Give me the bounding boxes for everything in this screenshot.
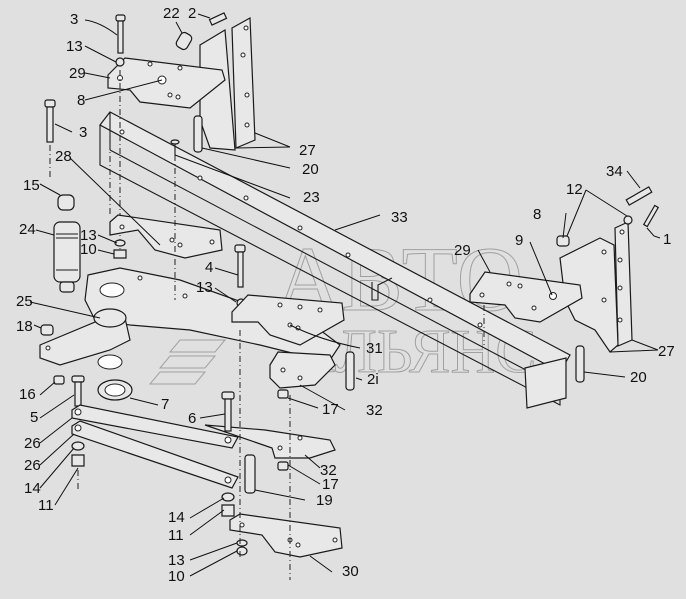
callout-2: 2 bbox=[188, 5, 196, 22]
part-11-nut-a bbox=[71, 454, 85, 467]
callout-26: 26 bbox=[24, 457, 41, 474]
callout-12: 12 bbox=[566, 181, 583, 198]
part-3-bolt-left bbox=[44, 99, 56, 180]
callout-19: 19 bbox=[316, 492, 333, 509]
part-34-bolt bbox=[625, 186, 653, 206]
callout-13: 13 bbox=[66, 38, 83, 55]
part-15-cap bbox=[57, 194, 75, 211]
part-2-bolt bbox=[208, 12, 228, 26]
callout-14: 14 bbox=[168, 509, 185, 526]
callout-28: 28 bbox=[55, 148, 72, 165]
callout-3: 3 bbox=[79, 124, 87, 141]
callout-13: 13 bbox=[196, 279, 213, 296]
part-32-bracket-lower bbox=[204, 424, 336, 459]
part-32-bracket-upper bbox=[269, 351, 336, 389]
callout-18: 18 bbox=[16, 318, 33, 335]
part-28-bracket bbox=[109, 214, 223, 259]
part-21-spacer bbox=[345, 351, 355, 391]
part-29-upper-bracket bbox=[107, 57, 226, 109]
part-23-pin bbox=[170, 139, 180, 155]
callout-13: 13 bbox=[80, 227, 97, 244]
callout-5: 5 bbox=[30, 409, 38, 426]
callout-1: 1 bbox=[663, 231, 671, 248]
part-13-washer-a bbox=[114, 239, 126, 247]
leader-lines bbox=[29, 13, 661, 577]
callout-29: 29 bbox=[454, 242, 471, 259]
part-11-nut-b bbox=[221, 504, 235, 517]
callout-33: 33 bbox=[391, 209, 408, 226]
part-17-nut-b bbox=[277, 461, 289, 471]
part-19-spacer bbox=[244, 454, 256, 494]
callout-9: 9 bbox=[515, 232, 523, 249]
part-26-link-upper bbox=[71, 404, 239, 449]
callout-21: 2i bbox=[367, 371, 379, 388]
part-5-bolt bbox=[71, 375, 85, 407]
part-17-nut-a bbox=[277, 389, 289, 399]
watermark-logo bbox=[148, 339, 227, 385]
part-7-ring bbox=[97, 379, 133, 401]
part-29-right-bracket bbox=[469, 271, 583, 323]
callout-labels: 3 22 2 13 29 8 3 27 20 28 23 15 24 13 10… bbox=[16, 5, 675, 585]
callout-30: 30 bbox=[342, 563, 359, 580]
callout-3: 3 bbox=[70, 11, 78, 28]
callout-14: 14 bbox=[24, 480, 41, 497]
callout-31: 31 bbox=[366, 340, 383, 357]
callout-24: 24 bbox=[19, 221, 36, 238]
part-10-nut-b bbox=[236, 546, 248, 556]
part-4-bolt bbox=[234, 244, 246, 308]
callout-11: 11 bbox=[168, 527, 184, 544]
callout-22: 22 bbox=[163, 5, 180, 22]
part-31-bracket bbox=[231, 294, 345, 346]
part-30-bracket bbox=[229, 513, 343, 558]
callout-17: 17 bbox=[322, 401, 339, 418]
part-22-bushing bbox=[175, 31, 193, 51]
callout-16: 16 bbox=[19, 386, 36, 403]
callout-20: 20 bbox=[302, 161, 319, 178]
assembly-axes bbox=[77, 130, 485, 580]
callout-4: 4 bbox=[205, 259, 213, 276]
callout-6: 6 bbox=[188, 410, 196, 427]
part-13-washer-d bbox=[236, 539, 248, 547]
callout-8: 8 bbox=[77, 92, 85, 109]
part-1-bolt bbox=[642, 204, 660, 228]
part-12-washer bbox=[623, 215, 633, 225]
callout-32: 32 bbox=[366, 402, 383, 419]
part-6-bolt bbox=[221, 391, 235, 432]
callout-29: 29 bbox=[69, 65, 86, 82]
part-20-spacer-upper bbox=[193, 115, 203, 153]
callout-8: 8 bbox=[533, 206, 541, 223]
callout-10: 10 bbox=[80, 241, 97, 258]
callout-20: 20 bbox=[630, 369, 647, 386]
callout-34: 34 bbox=[606, 163, 623, 180]
callout-17: 17 bbox=[322, 476, 339, 493]
callout-11: 11 bbox=[38, 497, 54, 514]
part-10-nut-a bbox=[113, 249, 127, 259]
callout-13: 13 bbox=[168, 552, 185, 569]
callout-27: 27 bbox=[299, 142, 316, 159]
part-18-nut bbox=[40, 324, 54, 336]
callout-15: 15 bbox=[23, 177, 40, 194]
part-26-link-lower bbox=[71, 420, 239, 489]
callout-7: 7 bbox=[161, 396, 169, 413]
part-16-nut bbox=[53, 375, 65, 385]
part-20-spacer-right bbox=[575, 345, 585, 383]
callout-23: 23 bbox=[303, 189, 320, 206]
callout-26: 26 bbox=[24, 435, 41, 452]
callout-25: 25 bbox=[16, 293, 33, 310]
callout-32: 32 bbox=[320, 462, 337, 479]
callout-27: 27 bbox=[658, 343, 675, 360]
part-24-air-spring bbox=[53, 221, 81, 293]
callout-10: 10 bbox=[168, 568, 185, 585]
part-14-washer-b bbox=[221, 492, 235, 502]
part-27-upper-plate bbox=[199, 17, 256, 151]
part-14-washer-a bbox=[71, 441, 85, 451]
